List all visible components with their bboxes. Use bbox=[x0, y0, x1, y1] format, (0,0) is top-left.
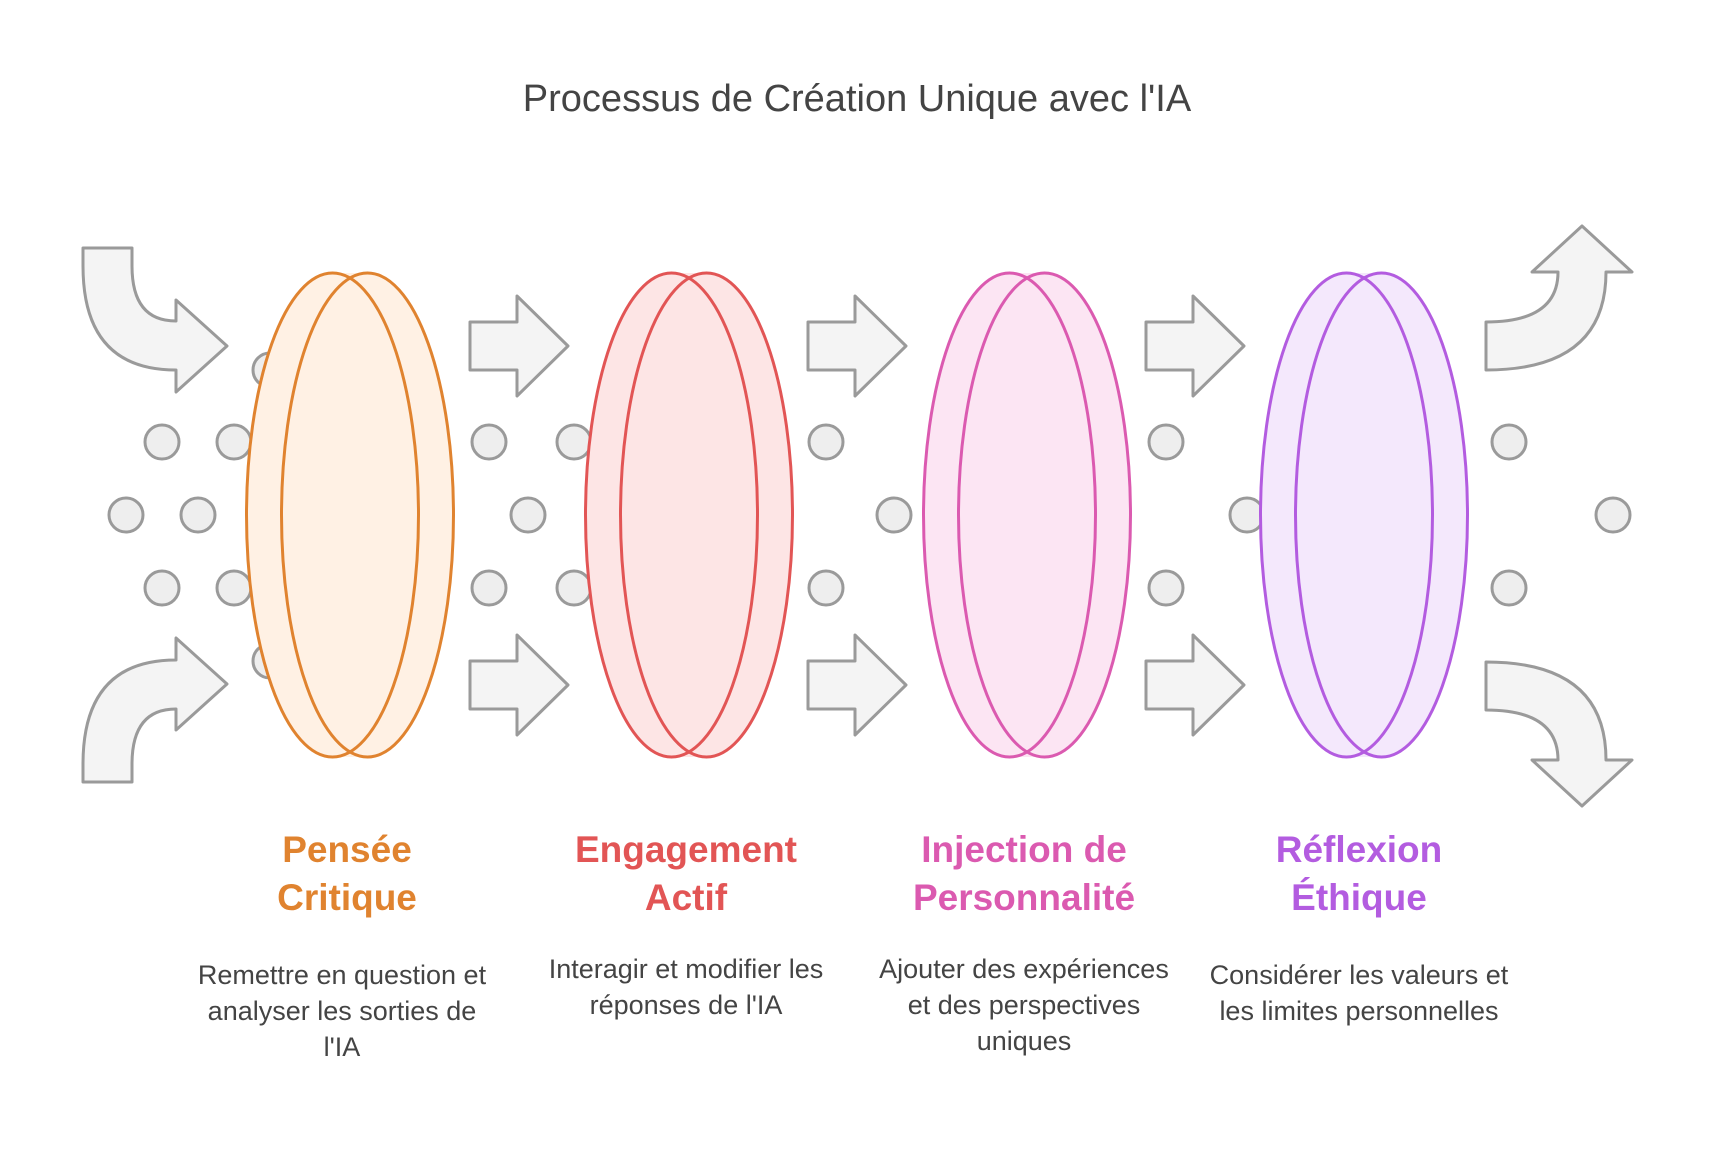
stage-2-title-line2: Actif bbox=[644, 877, 728, 918]
dot-12 bbox=[143, 569, 181, 607]
dot-3 bbox=[143, 423, 181, 461]
rings-layer bbox=[245, 271, 1469, 759]
curved-arrow-in-top bbox=[81, 246, 229, 394]
dot-13 bbox=[215, 569, 253, 607]
dot-34 bbox=[807, 569, 845, 607]
stage-4-title: Réflexion Éthique bbox=[1199, 826, 1519, 922]
stage-3-title-line1: Injection de bbox=[921, 829, 1127, 870]
dot-4 bbox=[215, 423, 253, 461]
stage-3-ring-band bbox=[923, 273, 1131, 757]
dot-52 bbox=[1490, 569, 1528, 607]
arrow-top-1 bbox=[468, 294, 570, 398]
stage-2-title: Engagement Actif bbox=[526, 826, 846, 922]
arrow-bottom-1 bbox=[468, 633, 570, 737]
curved-arrow-out-bottom bbox=[1484, 660, 1634, 808]
stage-2-description: Interagir et modifier les réponses de l'… bbox=[548, 954, 824, 1020]
arrow-bottom-3 bbox=[1144, 633, 1246, 737]
stage-3-title: Injection de Personnalité bbox=[864, 826, 1184, 922]
stage-3-ring-back bbox=[922, 271, 1097, 759]
stage-4-title-line1: Réflexion bbox=[1275, 829, 1443, 870]
stage-4-ring-front bbox=[1294, 271, 1469, 759]
arrow-top-2 bbox=[806, 294, 908, 398]
stage-1-ring-back bbox=[245, 271, 420, 759]
curved-arrow-out-top bbox=[1484, 224, 1634, 372]
dot-19 bbox=[555, 423, 593, 461]
stage-1-ring bbox=[245, 271, 455, 759]
stage-4-ring bbox=[1259, 271, 1469, 759]
dot-45 bbox=[1228, 496, 1266, 534]
stage-2-title-line1: Engagement bbox=[574, 829, 798, 870]
stage-4-ring-band bbox=[1260, 273, 1468, 757]
stage-2-ring bbox=[584, 271, 794, 759]
stage-1-title: Pensée Critique bbox=[187, 826, 507, 922]
stage-4-ring-back bbox=[1259, 271, 1434, 759]
dot-35 bbox=[875, 496, 913, 534]
arrow-bottom-2 bbox=[806, 633, 908, 737]
stage-3-ring-front bbox=[957, 271, 1132, 759]
stage-3-description: Ajouter des expériences et des perspecti… bbox=[879, 954, 1169, 1056]
dot-33 bbox=[807, 423, 845, 461]
stage-1-ring-band bbox=[246, 273, 454, 757]
stage-3-ring bbox=[922, 271, 1132, 759]
arrow-top-3 bbox=[1144, 294, 1246, 398]
arrows-layer bbox=[81, 224, 1634, 808]
stage-2-ring-band bbox=[585, 273, 793, 757]
dot-25 bbox=[470, 569, 508, 607]
dot-26 bbox=[555, 569, 593, 607]
stage-2-ring-front bbox=[619, 271, 794, 759]
stage-3-title-line2: Personnalité bbox=[912, 877, 1136, 918]
stage-4-title-line2: Éthique bbox=[1291, 877, 1427, 918]
dot-38 bbox=[1147, 423, 1185, 461]
stage-1-title-line2: Critique bbox=[277, 877, 417, 918]
curved-arrow-in-bottom bbox=[81, 636, 229, 784]
dot-18 bbox=[470, 423, 508, 461]
stage-1-title-line1: Pensée bbox=[282, 829, 412, 870]
dot-8 bbox=[179, 496, 217, 534]
stage-4-description: Considérer les valeurs et les limites pe… bbox=[1209, 960, 1509, 1026]
stage-1-description: Remettre en question et analyser les sor… bbox=[197, 960, 487, 1062]
dot-51 bbox=[1490, 423, 1528, 461]
dot-53 bbox=[1594, 496, 1632, 534]
stage-2-ring-back bbox=[584, 271, 759, 759]
diagram-title: Processus de Création Unique avec l'IA bbox=[522, 78, 1192, 120]
dot-41 bbox=[1147, 569, 1185, 607]
stage-1-ring-front bbox=[280, 271, 455, 759]
dot-7 bbox=[107, 496, 145, 534]
dot-22 bbox=[509, 496, 547, 534]
